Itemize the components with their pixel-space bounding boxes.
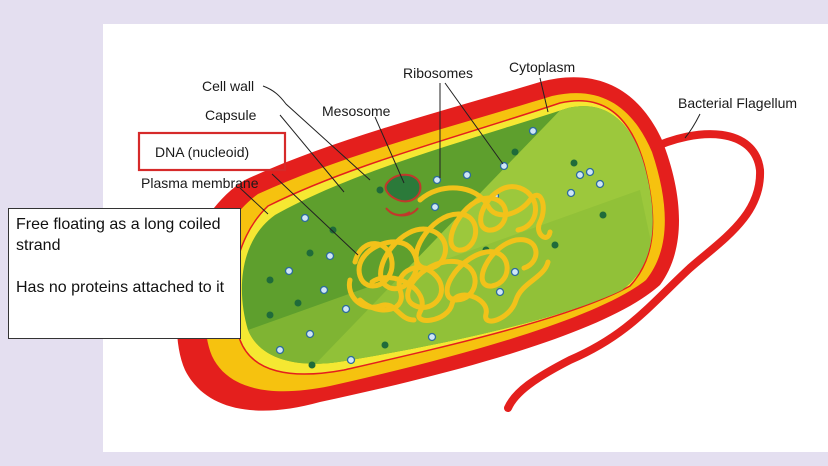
leader-lines: [239, 77, 701, 256]
dna-nucleoid: [346, 184, 553, 324]
flagellum: [504, 130, 765, 412]
dna-highlight-box: [137, 131, 287, 172]
label-dna: DNA (nucleoid): [155, 144, 249, 160]
annotation-textbox: Free floating as a long coiled strand Ha…: [8, 208, 241, 339]
label-mesosome: Mesosome: [322, 103, 391, 119]
label-ribosomes: Ribosomes: [403, 65, 473, 81]
label-plasma-membrane: Plasma membrane: [141, 175, 259, 191]
annotation-line-1: Free floating as a long coiled strand: [16, 216, 221, 254]
label-flagellum: Bacterial Flagellum: [678, 95, 797, 111]
label-capsule: Capsule: [205, 107, 257, 123]
label-cytoplasm: Cytoplasm: [509, 59, 575, 75]
label-cell-wall: Cell wall: [202, 78, 254, 94]
mesosome: [384, 173, 422, 217]
annotation-line-2: Has no proteins attached to it: [16, 279, 225, 296]
